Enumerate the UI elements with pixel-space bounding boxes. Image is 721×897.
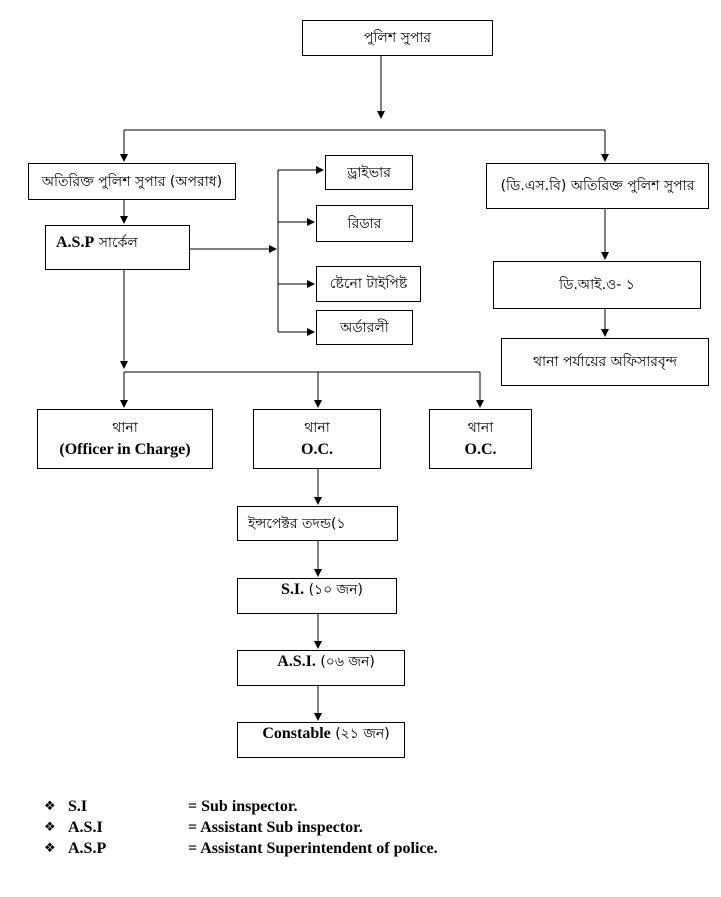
thana-3-sub: O.C. bbox=[464, 441, 497, 458]
box-thana-2: থানা O.C. bbox=[253, 409, 381, 469]
legend-abbr: S.I bbox=[68, 798, 88, 815]
box-dio1: ডি.আই.ও- ১ bbox=[493, 261, 701, 309]
box-superintendent: পুলিশ সুপার bbox=[302, 20, 493, 56]
box-asp-circle: A.S.P সার্কেল bbox=[45, 225, 190, 270]
box-thana-3: থানা O.C. bbox=[429, 409, 532, 469]
box-orderly: অর্ডারলী bbox=[316, 310, 413, 345]
thana-2-label: থানা bbox=[304, 420, 330, 436]
legend-definition: = Assistant Superintendent of police. bbox=[188, 840, 438, 857]
asi-bn: (০৬ জন) bbox=[320, 654, 375, 670]
constable-bn: (২১ জন) bbox=[335, 726, 390, 742]
orderly-label: অর্ডারলী bbox=[340, 319, 389, 336]
reader-label: রিডার bbox=[347, 215, 382, 232]
box-asi: A.S.I. (০৬ জন) bbox=[237, 650, 405, 686]
si-en: S.I. bbox=[280, 581, 305, 598]
legend-definition: = Sub inspector. bbox=[188, 798, 298, 815]
box-si: S.I. (১০ জন) bbox=[237, 578, 397, 614]
driver-label: ড্রাইভার bbox=[347, 164, 391, 181]
thana-3-label: থানা bbox=[467, 420, 494, 436]
superintendent-label: পুলিশ সুপার bbox=[363, 30, 432, 46]
dio1-label: ডি.আই.ও- ১ bbox=[559, 277, 635, 293]
box-steno-typist: ষ্টেনো টাইপিষ্ট bbox=[316, 266, 421, 302]
box-inspector: ইন্সপেক্টর তদন্ড(১ bbox=[237, 506, 398, 541]
box-station-officers: থানা পর্যায়ের অফিসারবৃন্দ bbox=[501, 338, 709, 386]
box-addl-sp-crime: অতিরিক্ত পুলিশ সুপার (অপরাধ) bbox=[28, 163, 236, 200]
station-officers-label: থানা পর্যায়ের অফিসারবৃন্দ bbox=[532, 354, 678, 370]
thana-1-label: থানা bbox=[112, 420, 138, 436]
inspector-label: ইন্সপেক্টর তদন্ড(১ bbox=[248, 515, 346, 532]
thana-2-sub: O.C. bbox=[301, 441, 333, 458]
box-addl-sp-dsb: (ডি.এস.বি) অতিরিক্ত পুলিশ সুপার bbox=[486, 163, 709, 209]
legend-item: ❖ A.S.I = Assistant Sub inspector. bbox=[44, 817, 524, 838]
constable-en: Constable bbox=[262, 725, 331, 742]
diamond-bullet-icon: ❖ bbox=[44, 799, 56, 814]
asi-en: A.S.I. bbox=[277, 653, 316, 670]
legend-definition: = Assistant Sub inspector. bbox=[188, 819, 363, 836]
legend-abbr: A.S.I bbox=[68, 819, 103, 836]
asp-circle-bn: সার্কেল bbox=[98, 235, 138, 251]
box-thana-1: থানা (Officer in Charge) bbox=[37, 409, 213, 469]
diamond-bullet-icon: ❖ bbox=[44, 841, 56, 856]
steno-typist-label: ষ্টেনো টাইপিষ্ট bbox=[329, 276, 408, 292]
si-bn: (১০ জন) bbox=[308, 582, 364, 598]
addl-sp-dsb-label: (ডি.এস.বি) অতিরিক্ত পুলিশ সুপার bbox=[500, 178, 695, 194]
box-constable: Constable (২১ জন) bbox=[237, 722, 405, 758]
asp-circle-en: A.S.P bbox=[56, 234, 95, 251]
legend-item: ❖ A.S.P = Assistant Superintendent of po… bbox=[44, 838, 524, 859]
thana-1-sub: (Officer in Charge) bbox=[59, 441, 191, 458]
legend-abbr: A.S.P bbox=[68, 840, 107, 857]
diamond-bullet-icon: ❖ bbox=[44, 820, 56, 835]
legend: ❖ S.I = Sub inspector. ❖ A.S.I = Assista… bbox=[44, 796, 524, 859]
legend-item: ❖ S.I = Sub inspector. bbox=[44, 796, 524, 817]
box-driver: ড্রাইভার bbox=[325, 155, 413, 190]
addl-sp-crime-label: অতিরিক্ত পুলিশ সুপার (অপরাধ) bbox=[41, 173, 223, 190]
box-reader: রিডার bbox=[316, 205, 413, 242]
